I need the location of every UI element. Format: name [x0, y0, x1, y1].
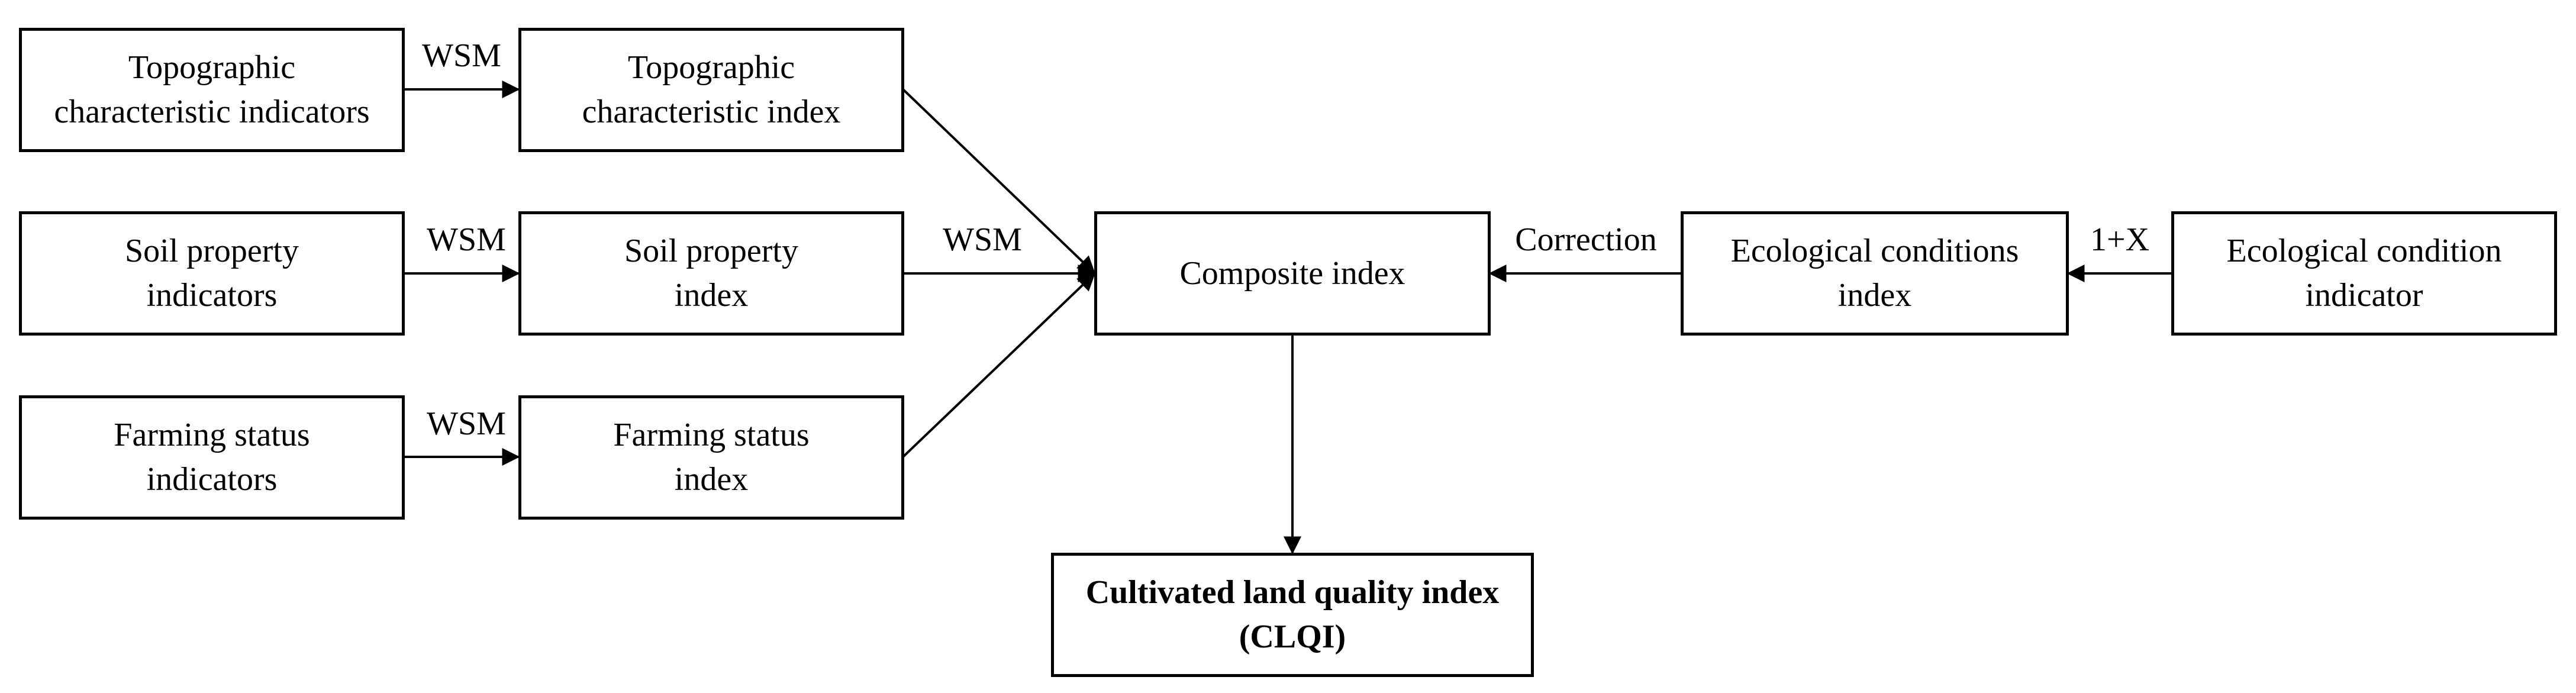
farming-status-indicators-line2: indicators — [146, 461, 278, 498]
arrow-farm-index-to-composite — [902, 272, 1096, 458]
soil-property-indicators-line2: indicators — [146, 277, 278, 314]
clqi-line1: Cultivated land quality index — [1085, 574, 1500, 611]
ecological-condition-indicator-line1: Ecological condition — [2226, 233, 2502, 269]
clqi-line2: (CLQI) — [1239, 618, 1346, 655]
topographic-indicators-line1: Topographic — [128, 49, 296, 86]
arrow-topo-index-to-composite — [902, 88, 1096, 275]
soil-property-index-line1: Soil property — [624, 233, 798, 269]
clqi-box: Cultivated land quality index (CLQI) — [1051, 553, 1534, 677]
soil-property-indicators-line1: Soil property — [125, 233, 299, 269]
ecological-conditions-index-line1: Ecological conditions — [1730, 233, 2019, 269]
composite-index-label: Composite index — [1179, 254, 1405, 292]
farming-status-index-line1: Farming status — [613, 417, 810, 453]
farming-status-indicators-box: Farming status indicators — [19, 395, 405, 520]
topographic-indicators-box: Topographic characteristic indicators — [19, 28, 405, 152]
ecological-condition-indicator-line2: indicator — [2305, 277, 2423, 314]
soil-property-indicators-box: Soil property indicators — [19, 211, 405, 336]
composite-index-box: Composite index — [1094, 211, 1491, 336]
topographic-indicators-line2: characteristic indicators — [54, 94, 370, 130]
edge-label-topo-wsm: WSM — [422, 37, 501, 74]
edge-label-farm-wsm: WSM — [427, 405, 506, 442]
topographic-index-line2: characteristic index — [582, 94, 841, 130]
soil-property-index-line2: index — [674, 277, 749, 314]
farming-status-index-box: Farming status index — [518, 395, 904, 520]
ecological-conditions-index-box: Ecological conditions index — [1681, 211, 2069, 336]
topographic-index-line1: Topographic — [627, 49, 795, 86]
ecological-condition-indicator-box: Ecological condition indicator — [2171, 211, 2557, 336]
ecological-conditions-index-line2: index — [1837, 277, 1912, 314]
farming-status-index-line2: index — [674, 461, 749, 498]
edge-label-one-plus-x: 1+X — [2090, 221, 2150, 258]
topographic-index-box: Topographic characteristic index — [518, 28, 904, 152]
edge-label-soil-wsm: WSM — [427, 221, 506, 258]
edge-label-correction: Correction — [1515, 221, 1657, 258]
farming-status-indicators-line1: Farming status — [114, 417, 310, 453]
edge-label-merge-wsm: WSM — [943, 221, 1022, 258]
soil-property-index-box: Soil property index — [518, 211, 904, 336]
